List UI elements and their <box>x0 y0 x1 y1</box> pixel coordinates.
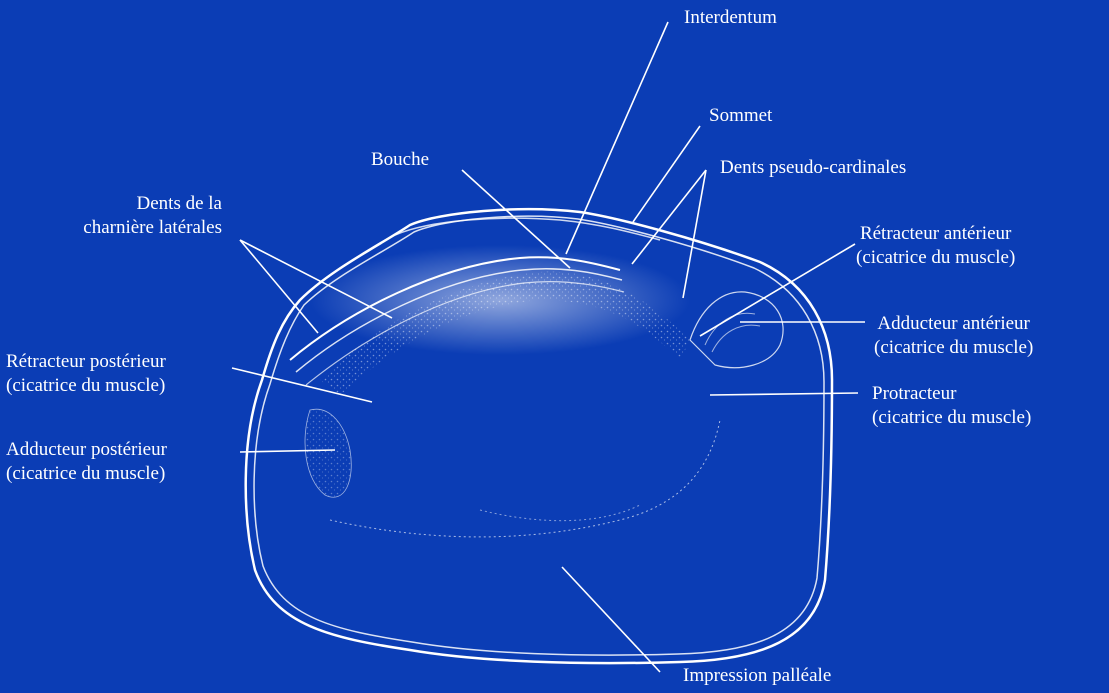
leader-pseudo-cardinales-2 <box>683 170 706 298</box>
leader-protracteur <box>710 393 858 395</box>
leader-laterales-1 <box>240 240 318 333</box>
label-adducteur-anterieur: Adducteur antérieur (cicatrice du muscle… <box>874 312 1033 360</box>
leader-pseudo-cardinales-1 <box>632 170 706 264</box>
leader-impression-palleale <box>562 567 660 672</box>
anterior-adductor-rings <box>705 313 760 352</box>
label-interdentum: Interdentum <box>684 6 777 30</box>
leader-sommet <box>633 126 700 222</box>
pallial-line <box>330 420 720 537</box>
pallial-line-2 <box>480 505 640 521</box>
anterior-adductor-scar <box>690 292 783 368</box>
label-sommet: Sommet <box>709 104 772 128</box>
label-dents-pseudo-cardinales: Dents pseudo-cardinales <box>720 156 906 180</box>
label-bouche: Bouche <box>371 148 429 172</box>
label-protracteur: Protracteur (cicatrice du muscle) <box>872 382 1031 430</box>
posterior-adductor-scar <box>305 409 351 497</box>
label-adducteur-posterieur: Adducteur postérieur (cicatrice du muscl… <box>6 438 167 486</box>
label-dents-laterales: Dents de la charnière latérales <box>20 192 222 240</box>
label-retracteur-anterieur: Rétracteur antérieur (cicatrice du muscl… <box>856 222 1015 270</box>
label-impression-palleale: Impression palléale <box>683 664 831 688</box>
label-retracteur-posterieur: Rétracteur postérieur (cicatrice du musc… <box>6 350 166 398</box>
